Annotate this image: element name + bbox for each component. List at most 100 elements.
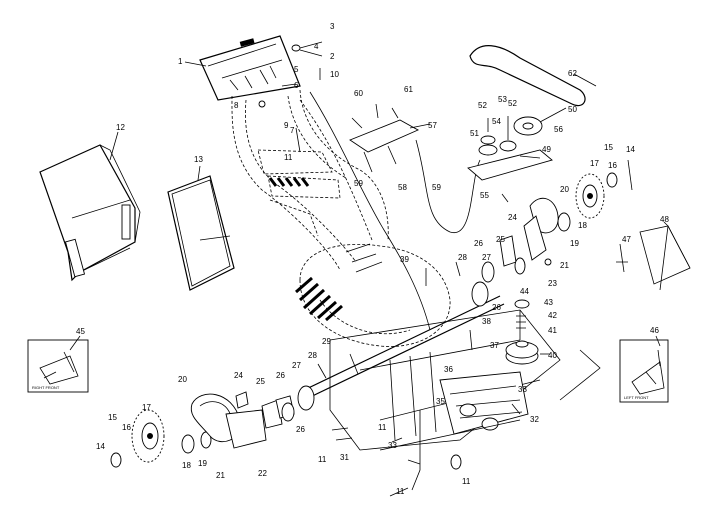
callout-28-b: 28 [458,253,467,262]
callout-11-e: 11 [396,487,405,496]
callout-27-a: 27 [292,361,301,370]
callout-37: 37 [490,341,499,350]
callout-26-a: 26 [276,371,285,380]
callout-4: 4 [314,42,319,51]
callout-43: 43 [544,298,553,307]
callout-2: 2 [330,52,335,61]
callout-25-a: 25 [256,377,265,386]
callout-11-a: 11 [284,153,293,162]
callout-1: 1 [178,57,183,66]
callout-55: 55 [480,191,489,200]
callout-14-b: 14 [626,145,635,154]
callout-49: 49 [542,145,551,154]
callout-14-a: 14 [96,442,105,451]
callout-27-b: 27 [482,253,491,262]
callout-24-b: 24 [508,213,517,222]
callout-19-b: 19 [570,239,579,248]
right-front-wheel [481,172,618,283]
callout-26-d: 26 [296,425,305,434]
callout-11-d: 11 [462,477,471,486]
callout-52-a: 52 [478,101,487,110]
control-panel [199,35,301,101]
clutch-lever [349,103,420,173]
callout-31: 31 [340,453,349,462]
bag-hardware [616,225,691,291]
callout-58: 58 [398,183,407,192]
callout-11-b: 11 [318,455,327,464]
callout-labels: 1 2 3 4 5 6 7 8 9 10 11 12 13 14 15 16 1… [76,22,669,496]
callout-21-b: 21 [560,261,569,270]
callout-5: 5 [294,65,299,74]
callout-46: 46 [650,326,659,335]
callout-61: 61 [404,85,413,94]
callout-19-a: 19 [198,459,207,468]
inset-right-front-caption: RIGHT FRONT [32,385,60,390]
callout-47: 47 [622,235,631,244]
callout-59-a: 59 [354,179,363,188]
callout-54: 54 [492,117,501,126]
callout-29: 29 [322,337,331,346]
handle-assembly [231,89,389,271]
callout-26-c: 26 [492,303,501,312]
callout-60: 60 [354,89,363,98]
callout-7: 7 [290,126,295,135]
pulley-assembly [505,299,601,401]
inset-left-front: LEFT FRONT [619,339,669,403]
callout-40: 40 [548,351,557,360]
callout-8: 8 [234,101,239,110]
callout-35: 35 [436,397,445,406]
callout-6: 6 [294,81,299,90]
grass-catcher-bag [39,144,141,282]
engine-shading [268,177,383,322]
callout-10: 10 [330,70,339,79]
callout-13: 13 [194,155,203,164]
callout-32: 32 [530,415,539,424]
callout-57: 57 [428,121,437,130]
gear-housing [379,371,529,491]
callout-21-a: 21 [216,471,225,480]
callout-24-a: 24 [234,371,243,380]
callout-18-a: 18 [182,461,191,470]
callout-53: 53 [498,95,507,104]
callout-33-b: 33 [518,385,527,394]
callout-48: 48 [660,215,669,224]
callout-45: 45 [76,327,85,336]
callout-26-b: 26 [474,239,483,248]
callout-62: 62 [568,69,577,78]
callout-36: 36 [444,365,453,374]
callout-9: 9 [284,121,289,130]
rear-axle [297,281,505,411]
callout-11-c: 11 [378,423,387,432]
callout-22: 22 [258,469,267,478]
callout-20-a: 20 [178,375,187,384]
callout-3: 3 [330,22,335,31]
callout-51: 51 [470,129,479,138]
callout-25-b: 25 [496,235,505,244]
callout-17-b: 17 [590,159,599,168]
callout-17-a: 17 [142,403,151,412]
inset-left-front-caption: LEFT FRONT [624,395,649,400]
bag-frame [167,175,235,291]
callout-18-b: 18 [578,221,587,230]
callout-16-b: 16 [608,161,617,170]
callout-59-b: 59 [432,183,441,192]
callout-20-b: 20 [560,185,569,194]
callout-28-a: 28 [308,351,317,360]
callout-15-a: 15 [108,413,117,422]
left-rear-wheel [110,391,295,468]
callout-38: 38 [482,317,491,326]
callout-16-a: 16 [122,423,131,432]
callout-39: 39 [400,255,409,264]
callout-33-a: 33 [388,441,397,450]
control-cables [309,91,481,331]
callout-44: 44 [520,287,529,296]
callout-12: 12 [116,123,125,132]
inset-right-front: RIGHT FRONT [27,339,89,393]
leader-lines [69,61,669,497]
callout-42: 42 [548,311,557,320]
callout-41: 41 [548,326,557,335]
callout-50: 50 [568,105,577,114]
callout-15-b: 15 [604,143,613,152]
hardware-bolts [258,41,633,443]
